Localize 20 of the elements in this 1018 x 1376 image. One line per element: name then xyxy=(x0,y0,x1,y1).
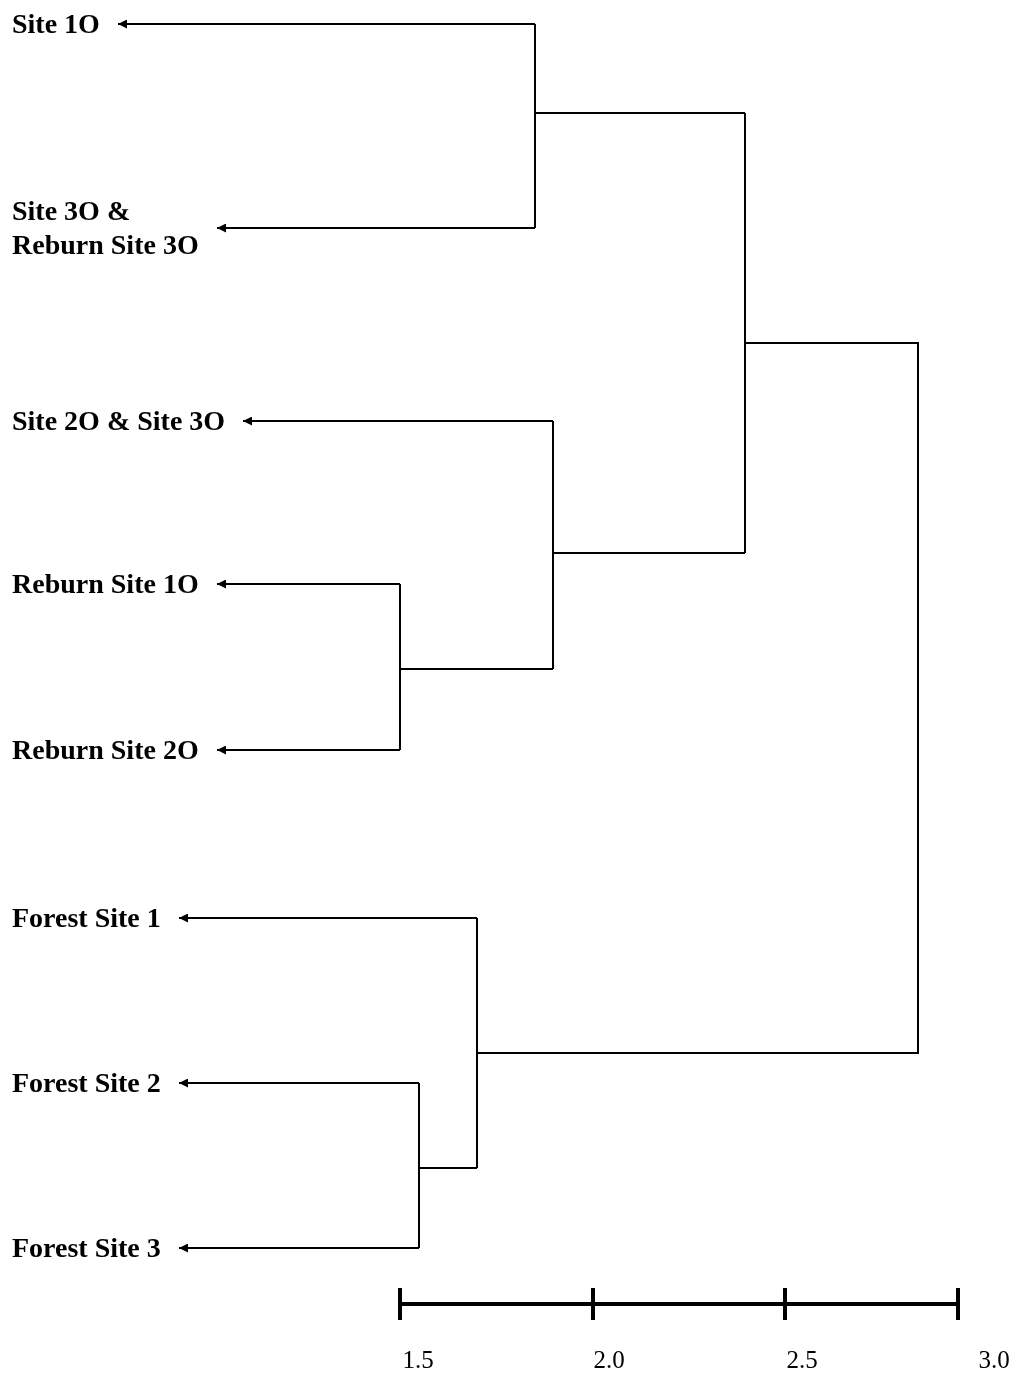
scale-tick-label: 3.0 xyxy=(978,1346,1010,1374)
scale-tick-label: 2.5 xyxy=(786,1346,818,1374)
scale-tick-label: 2.0 xyxy=(593,1346,625,1374)
arrow xyxy=(216,579,401,589)
scale-tick-label: 1.5 xyxy=(402,1346,434,1374)
cluster-label: Site 3O & Reburn Site 3O xyxy=(12,194,308,262)
arrow xyxy=(117,19,536,29)
cluster-label: Forest Site 3 xyxy=(12,1228,328,1268)
arrow xyxy=(178,1243,420,1253)
arrow xyxy=(216,223,536,233)
cluster-label: Site 2O & Site 3O xyxy=(12,401,308,441)
arrow xyxy=(216,745,401,755)
cluster-label: Forest Site 1 xyxy=(12,898,308,938)
arrow xyxy=(178,1078,420,1088)
cluster-label: Forest Site 2 xyxy=(12,1063,328,1103)
cluster-label: Reburn Site 1O xyxy=(12,564,308,604)
arrow xyxy=(242,416,554,426)
arrow xyxy=(178,913,478,923)
cluster-label: Reburn Site 2O xyxy=(12,730,308,770)
cluster-label: Site 1O xyxy=(12,4,308,44)
